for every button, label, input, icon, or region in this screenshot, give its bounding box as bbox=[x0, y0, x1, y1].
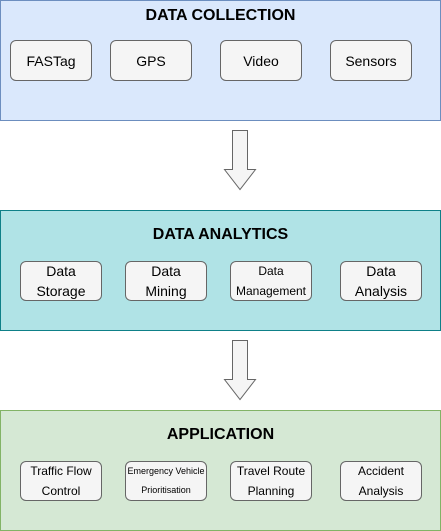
data-mining-box: Data Mining bbox=[125, 261, 207, 301]
emergency-vehicle-prioritisation-line2: Prioritisation bbox=[141, 485, 191, 495]
video-box: Video bbox=[220, 40, 302, 81]
traffic-flow-control-line2: Control bbox=[41, 484, 81, 498]
data-mining-line2: Mining bbox=[145, 283, 187, 299]
data-analytics-title: DATA ANALYTICS bbox=[152, 226, 289, 243]
data-management-line2: Management bbox=[235, 284, 307, 298]
data-analysis-line2: Analysis bbox=[354, 283, 408, 299]
accident-analysis-line2: Analysis bbox=[358, 484, 404, 498]
accident-analysis-box: Accident Analysis bbox=[340, 461, 422, 501]
data-analysis-line1: Data bbox=[366, 263, 396, 279]
travel-route-planning-line2: Planning bbox=[247, 484, 295, 498]
data-analytics-panel: DATA ANALYTICS Data Storage Data Mining … bbox=[0, 210, 441, 331]
data-management-box: Data Management bbox=[230, 261, 312, 301]
gps-label: GPS bbox=[136, 52, 166, 69]
data-storage-box: Data Storage bbox=[20, 261, 102, 301]
traffic-flow-control-line1: Traffic Flow bbox=[30, 464, 92, 478]
traffic-flow-control-box: Traffic Flow Control bbox=[20, 461, 102, 501]
data-analysis-box: Data Analysis bbox=[340, 261, 422, 301]
travel-route-planning-box: Travel Route Planning bbox=[230, 461, 312, 501]
data-collection-panel: DATA COLLECTION FASTag GPS Video Sensors bbox=[0, 0, 441, 121]
emergency-vehicle-prioritisation-line1: Emergency Vehicle bbox=[127, 466, 205, 476]
application-panel: APPLICATION Traffic Flow Control Emergen… bbox=[0, 410, 441, 531]
sensors-label: Sensors bbox=[345, 52, 397, 69]
video-label: Video bbox=[243, 52, 279, 69]
sensors-box: Sensors bbox=[330, 40, 412, 81]
data-mining-line1: Data bbox=[151, 263, 181, 279]
fastag-box: FASTag bbox=[10, 40, 92, 81]
down-arrow-icon bbox=[223, 130, 257, 191]
data-storage-line2: Storage bbox=[36, 283, 86, 299]
application-title: APPLICATION bbox=[166, 426, 275, 443]
accident-analysis-line1: Accident bbox=[357, 464, 405, 478]
data-storage-line1: Data bbox=[46, 263, 76, 279]
emergency-vehicle-prioritisation-box: Emergency Vehicle Prioritisation bbox=[125, 461, 207, 501]
down-arrow-icon bbox=[223, 340, 257, 401]
data-collection-title: DATA COLLECTION bbox=[145, 7, 296, 24]
gps-box: GPS bbox=[110, 40, 192, 81]
data-management-line1: Data bbox=[258, 264, 284, 278]
travel-route-planning-line1: Travel Route bbox=[236, 464, 306, 478]
fastag-label: FASTag bbox=[26, 52, 76, 69]
